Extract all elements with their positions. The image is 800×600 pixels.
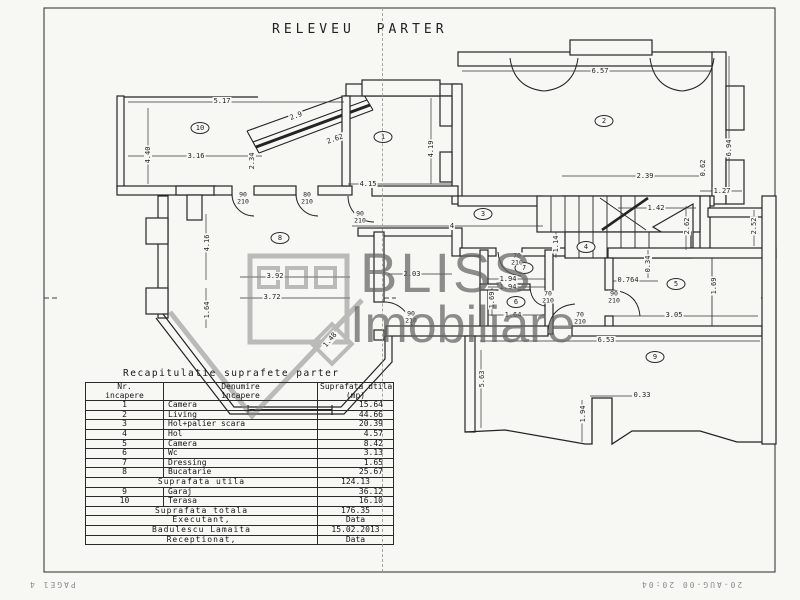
- row-label: Suprafata totala: [85, 505, 318, 517]
- row-label: Badulescu Lamaita: [85, 524, 318, 536]
- room-name-cell: Dressing: [163, 457, 318, 469]
- row-value: Data: [317, 515, 394, 526]
- room-nr-cell: 8: [85, 467, 164, 478]
- room5-door-arc: [612, 289, 641, 317]
- exterior-stair-ramp: [246, 89, 374, 154]
- room-area-cell: 15.64: [317, 400, 394, 411]
- room-area-cell: 44.66: [317, 409, 394, 421]
- room-nr-cell: 4: [85, 428, 164, 440]
- garage-entrance-profile: [464, 397, 762, 446]
- room-name-cell: Camera: [163, 400, 318, 411]
- room-nr-cell: 7: [85, 457, 164, 469]
- room-area-cell: 4.57: [317, 428, 394, 440]
- room-name-cell: Living: [163, 409, 318, 421]
- area-table: Recapitulatie suprafete parter Nr.incape…: [85, 368, 394, 546]
- room-name-cell: Hol: [163, 428, 318, 440]
- room-nr-cell: 5: [85, 438, 164, 450]
- room-name-cell: Bucatarie: [163, 467, 318, 478]
- room-area-cell: 25.67: [317, 467, 394, 478]
- page-title: RELEVEU PARTER: [272, 22, 448, 37]
- dressing-wc-walls: [479, 249, 554, 335]
- table-row: Receptionat,Data: [85, 534, 394, 546]
- header-nr: Nr.incapere: [85, 381, 164, 402]
- header-suprafata: Suprafata utila(mp): [317, 381, 394, 402]
- room1-walls: [341, 79, 463, 205]
- room-area-cell: 8.42: [317, 438, 394, 450]
- row-value: 124.13: [317, 476, 394, 488]
- room-area-cell: 16.10: [317, 496, 394, 507]
- room-area-cell: 36.12: [317, 486, 394, 498]
- table-title: Recapitulatie suprafete parter: [123, 368, 340, 379]
- room-nr-cell: 3: [85, 419, 164, 430]
- row-label: Executant,: [85, 515, 318, 526]
- row-label: Suprafata utila: [85, 476, 318, 488]
- room-name-cell: Hol+palier scara: [163, 419, 318, 430]
- room-nr-cell: 1: [85, 400, 164, 411]
- room-name-cell: Wc: [163, 448, 318, 459]
- row-label: Receptionat,: [85, 534, 318, 546]
- room-nr-cell: 2: [85, 409, 164, 421]
- table-row: Executant,Data: [85, 515, 394, 526]
- room-name-cell: Terasa: [163, 496, 318, 507]
- room-area-cell: 1.65: [317, 457, 394, 469]
- room-area-cell: 20.39: [317, 419, 394, 430]
- room-nr-cell: 9: [85, 486, 164, 498]
- terrace-walls: [116, 95, 353, 221]
- room-nr-cell: 6: [85, 448, 164, 459]
- kitchen-walls: [145, 195, 385, 341]
- room-name-cell: Camera: [163, 438, 318, 450]
- row-value: 176.35: [317, 505, 394, 517]
- living-walls: [439, 39, 745, 207]
- plot-stamp-date: 20-AUG-00 20:04: [640, 580, 743, 589]
- garage-walls: [385, 195, 777, 445]
- room-area-cell: 3.13: [317, 448, 394, 459]
- garage-door-arc: [547, 303, 576, 331]
- room-nr-cell: 10: [85, 496, 164, 507]
- room-name-cell: Garaj: [163, 486, 318, 498]
- plot-stamp-page: PAGE1 4: [28, 580, 76, 589]
- row-value: 15.02.2013: [317, 524, 394, 536]
- room5-walls: [604, 247, 777, 333]
- row-value: Data: [317, 534, 394, 546]
- living-window-swing-arcs: [509, 57, 715, 92]
